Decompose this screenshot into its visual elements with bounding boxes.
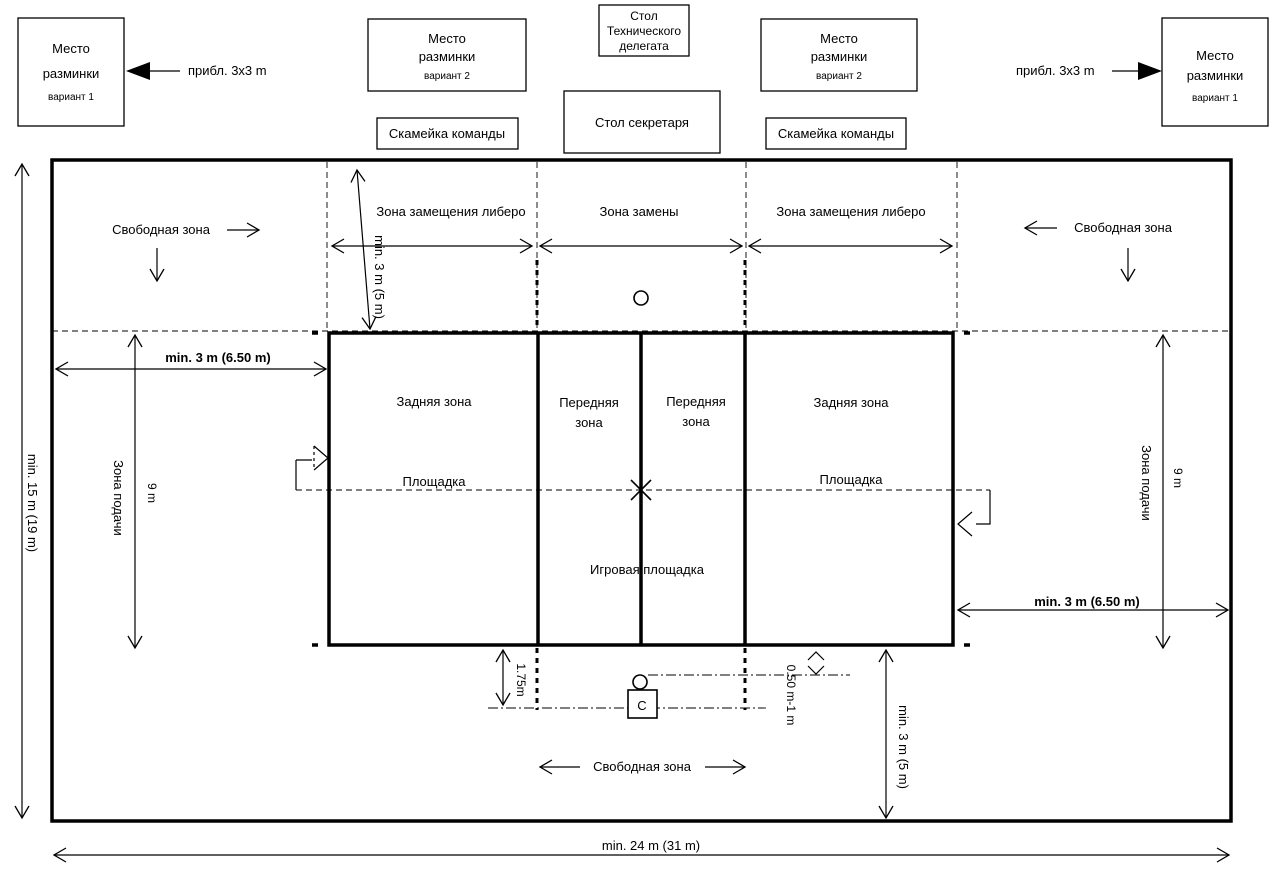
service-zone-marks [295, 445, 991, 537]
second-referee-circle [632, 674, 648, 690]
warmup-left-arrow [126, 62, 180, 80]
playing-area-label: Игровая площадка [590, 562, 705, 577]
warmup-right-line2: разминки [1187, 68, 1244, 83]
free-zone-bottom-label: Свободная зона [593, 759, 692, 774]
scorer-position-box [627, 689, 658, 719]
scorer-table-label: Стол секретаря [595, 115, 689, 130]
tech-delegate-line1: Стол [630, 9, 657, 23]
warmup-area-right: Место разминки вариант 1 [1161, 17, 1269, 127]
warmup-left-size: прибл. 3x3 m [188, 63, 267, 78]
team-bench-right-label: Скамейка команды [778, 126, 894, 141]
dim-9m-left: 9 m [145, 483, 159, 503]
dim-min-3m-5m-top: min. 3 m (5 m) [372, 235, 387, 319]
warmup-v2-left-line2: разминки [419, 49, 476, 64]
free-zone-left-label: Свободная зона [112, 222, 211, 237]
warmup-left-line2: разминки [43, 66, 100, 81]
dim-min-15m: min. 15 m (19 m) [25, 454, 40, 552]
warmup-area-left: Место разминки вариант 1 [17, 17, 125, 127]
libero-zone-right-label: Зона замещения либеро [776, 204, 925, 219]
tech-delegate-line2: Технического [607, 24, 681, 38]
warmup-variant2-left: Место разминки вариант 2 [367, 18, 527, 92]
warmup-v2-left-line1: Место [428, 31, 466, 46]
free-zone-right-label: Свободная зона [1074, 220, 1173, 235]
service-zone-left-label: Зона подачи [111, 460, 126, 536]
substitution-dots [535, 260, 747, 710]
warmup-right-line3: вариант 1 [1192, 93, 1238, 104]
warmup-v2-right-line3: вариант 2 [816, 71, 862, 82]
substitution-circle [633, 290, 649, 306]
front-zone-left-line1: Передняя [559, 395, 619, 410]
tech-delegate-line3: делегата [619, 39, 669, 53]
dim-min-3m-650-right: min. 3 m (6.50 m) [1034, 594, 1139, 609]
dim-0-50-1m: 0.50 m-1 m [784, 665, 798, 726]
dim-min-3m-5m-bottom: min. 3 m (5 m) [896, 705, 911, 789]
warmup-right-arrow [1112, 62, 1162, 80]
dim-min-24m: min. 24 m (31 m) [602, 838, 700, 853]
warmup-v2-left-line3: вариант 2 [424, 71, 470, 82]
outer-boundary [50, 158, 1233, 823]
referee-label: C [637, 698, 646, 713]
team-bench-left-label: Скамейка команды [389, 126, 505, 141]
libero-zone-left-label: Зона замещения либеро [376, 204, 525, 219]
dim-9m-right: 9 m [1171, 468, 1185, 488]
court-corner-marks [312, 331, 970, 647]
scorer-table: Стол секретаря [563, 90, 721, 154]
front-zone-left-line2: зона [575, 415, 603, 430]
front-zone-right-line2: зона [682, 414, 710, 429]
team-bench-right: Скамейка команды [765, 117, 907, 150]
court-left-label: Площадка [402, 474, 466, 489]
front-zone-right-line1: Передняя [666, 394, 726, 409]
warmup-variant2-right: Место разминки вариант 2 [760, 18, 918, 92]
back-zone-right-label: Задняя зона [814, 395, 890, 410]
dim-1-75m: 1.75m [514, 663, 528, 696]
warmup-v2-right-line2: разминки [811, 49, 868, 64]
warmup-left-line3: вариант 1 [48, 92, 94, 103]
team-bench-left: Скамейка команды [376, 117, 519, 150]
court-right-label: Площадка [819, 472, 883, 487]
substitution-zone-label: Зона замены [600, 204, 679, 219]
tech-delegate-table: Стол Технического делегата [598, 4, 690, 57]
service-zone-right-label: Зона подачи [1139, 445, 1154, 521]
warmup-right-line1: Место [1196, 48, 1234, 63]
warmup-right-size: прибл. 3x3 m [1016, 63, 1095, 78]
net-center-cross [630, 479, 652, 501]
warmup-v2-right-line1: Место [820, 31, 858, 46]
warmup-left-line1: Место [52, 41, 90, 56]
dim-min-3m-650-left: min. 3 m (6.50 m) [165, 350, 270, 365]
back-zone-left-label: Задняя зона [397, 394, 473, 409]
